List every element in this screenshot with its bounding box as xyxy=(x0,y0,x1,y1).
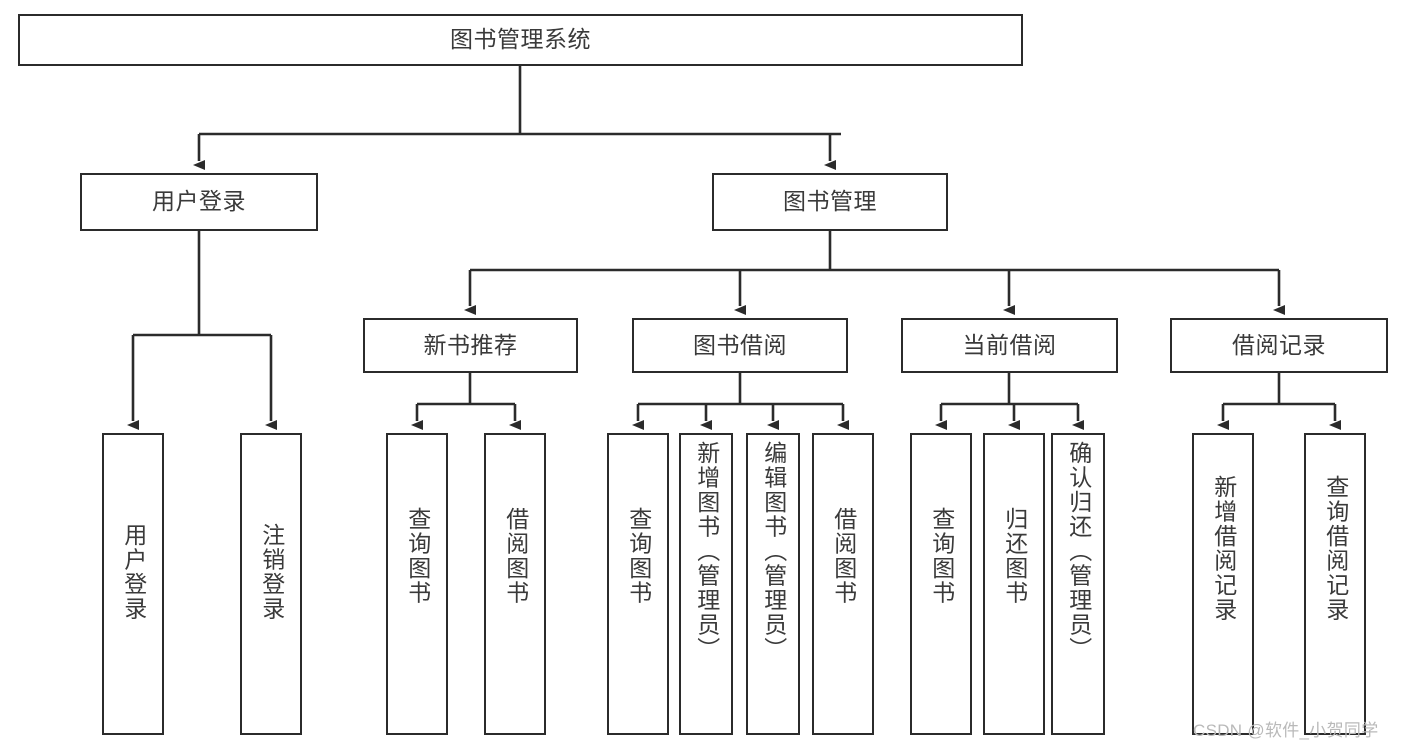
node-leaf-add-book[interactable]: 新增图书（管理员） xyxy=(679,433,733,735)
connector-group-current-borrow xyxy=(935,373,1084,430)
node-leaf-return-book[interactable]: 归还图书 xyxy=(983,433,1045,735)
connector-group-book-manage xyxy=(464,231,1285,315)
node-leaf-return-book-label: 归还图书 xyxy=(1001,507,1028,605)
node-new-book-recommend-label: 新书推荐 xyxy=(423,331,518,358)
node-leaf-borrow-book-2[interactable]: 借阅图书 xyxy=(812,433,874,735)
node-book-borrow-label: 图书借阅 xyxy=(693,331,787,358)
node-book-manage-label: 图书管理 xyxy=(783,188,877,215)
node-leaf-add-record[interactable]: 新增借阅记录 xyxy=(1192,433,1254,735)
node-leaf-user-login[interactable]: 用户登录 xyxy=(102,433,164,735)
connector-group-book-borrow xyxy=(632,373,849,430)
node-leaf-confirm-return[interactable]: 确认归还（管理员） xyxy=(1051,433,1105,735)
node-root-label: 图书管理系统 xyxy=(450,26,591,53)
node-leaf-confirm-return-label: 确认归还（管理员） xyxy=(1065,441,1092,662)
node-leaf-query-book-2-label: 查询图书 xyxy=(625,507,652,605)
node-current-borrow-label: 当前借阅 xyxy=(962,331,1057,358)
node-leaf-query-book-3[interactable]: 查询图书 xyxy=(910,433,972,735)
node-leaf-query-book-1-label: 查询图书 xyxy=(404,507,431,605)
node-user-login-label: 用户登录 xyxy=(152,188,246,215)
node-book-manage[interactable]: 图书管理 xyxy=(712,173,948,231)
node-borrow-record[interactable]: 借阅记录 xyxy=(1170,318,1388,373)
watermark-text: CSDN @软件_小贺同学 xyxy=(1193,721,1379,740)
connector-group-root xyxy=(193,66,841,170)
node-book-borrow[interactable]: 图书借阅 xyxy=(632,318,848,373)
node-leaf-add-record-label: 新增借阅记录 xyxy=(1210,475,1237,622)
node-leaf-query-book-2[interactable]: 查询图书 xyxy=(607,433,669,735)
node-leaf-logout-label: 注销登录 xyxy=(258,523,285,621)
node-borrow-record-label: 借阅记录 xyxy=(1232,331,1326,358)
node-new-book-recommend[interactable]: 新书推荐 xyxy=(363,318,578,373)
node-leaf-edit-book-label: 编辑图书（管理员） xyxy=(760,441,787,662)
connector-group-new-book-recommend xyxy=(411,373,521,430)
node-leaf-query-record[interactable]: 查询借阅记录 xyxy=(1304,433,1366,735)
node-leaf-borrow-book-1-label: 借阅图书 xyxy=(502,507,529,605)
node-leaf-borrow-book-1[interactable]: 借阅图书 xyxy=(484,433,546,735)
connector-group-user-login xyxy=(127,231,277,430)
node-leaf-edit-book[interactable]: 编辑图书（管理员） xyxy=(746,433,800,735)
node-root[interactable]: 图书管理系统 xyxy=(18,14,1023,66)
node-leaf-logout[interactable]: 注销登录 xyxy=(240,433,302,735)
connector-group-borrow-record xyxy=(1217,373,1341,430)
node-leaf-query-book-1[interactable]: 查询图书 xyxy=(386,433,448,735)
node-current-borrow[interactable]: 当前借阅 xyxy=(901,318,1118,373)
node-leaf-query-book-3-label: 查询图书 xyxy=(928,507,955,605)
node-leaf-query-record-label: 查询借阅记录 xyxy=(1322,475,1349,622)
node-leaf-user-login-label: 用户登录 xyxy=(120,523,147,621)
node-user-login[interactable]: 用户登录 xyxy=(80,173,318,231)
node-leaf-borrow-book-2-label: 借阅图书 xyxy=(830,507,857,605)
node-leaf-add-book-label: 新增图书（管理员） xyxy=(693,441,720,662)
